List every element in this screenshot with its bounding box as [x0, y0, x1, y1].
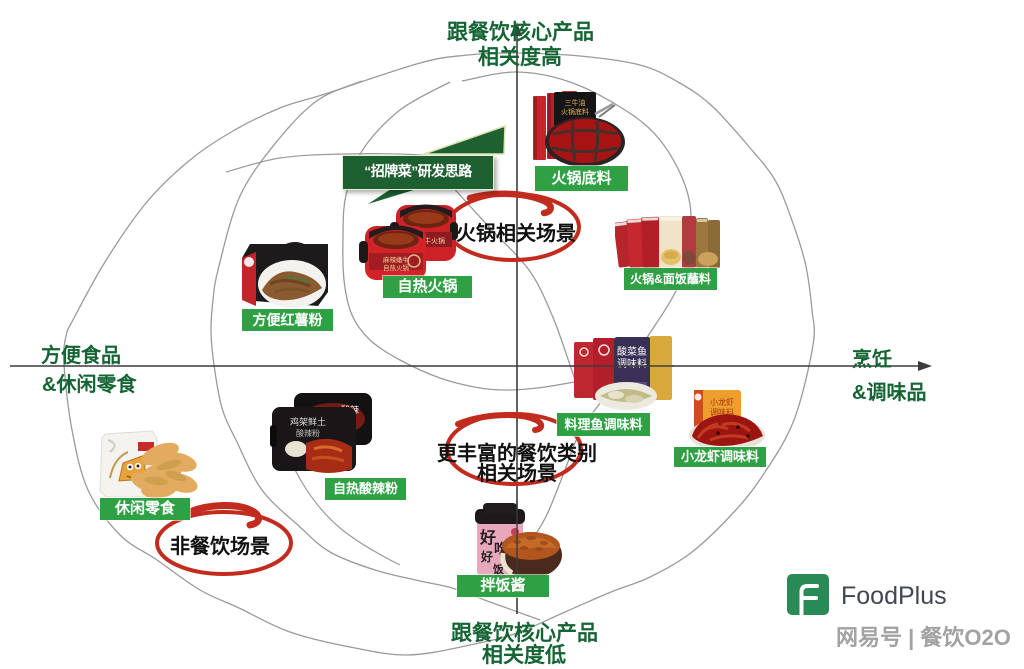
svg-text:火锅底料: 火锅底料	[561, 107, 589, 116]
svg-text:小龙虾: 小龙虾	[710, 397, 734, 407]
svg-text:三牛油: 三牛油	[565, 98, 586, 107]
svg-text:酸辣粉: 酸辣粉	[296, 428, 320, 438]
svg-text:鸡架鲜土: 鸡架鲜土	[290, 416, 326, 427]
svg-text:调味料: 调味料	[617, 357, 647, 370]
svg-text:调味料: 调味料	[710, 407, 734, 417]
svg-text:饭: 饭	[492, 562, 504, 576]
svg-text:FoodPlus: FoodPlus	[841, 582, 947, 610]
svg-text:自热火锅: 自热火锅	[383, 263, 410, 272]
svg-text:酸菜鱼: 酸菜鱼	[617, 345, 647, 358]
svg-text:麻辣嫩牛: 麻辣嫩牛	[383, 255, 410, 264]
svg-text:好: 好	[480, 549, 493, 564]
svg-text:好: 好	[479, 529, 496, 547]
